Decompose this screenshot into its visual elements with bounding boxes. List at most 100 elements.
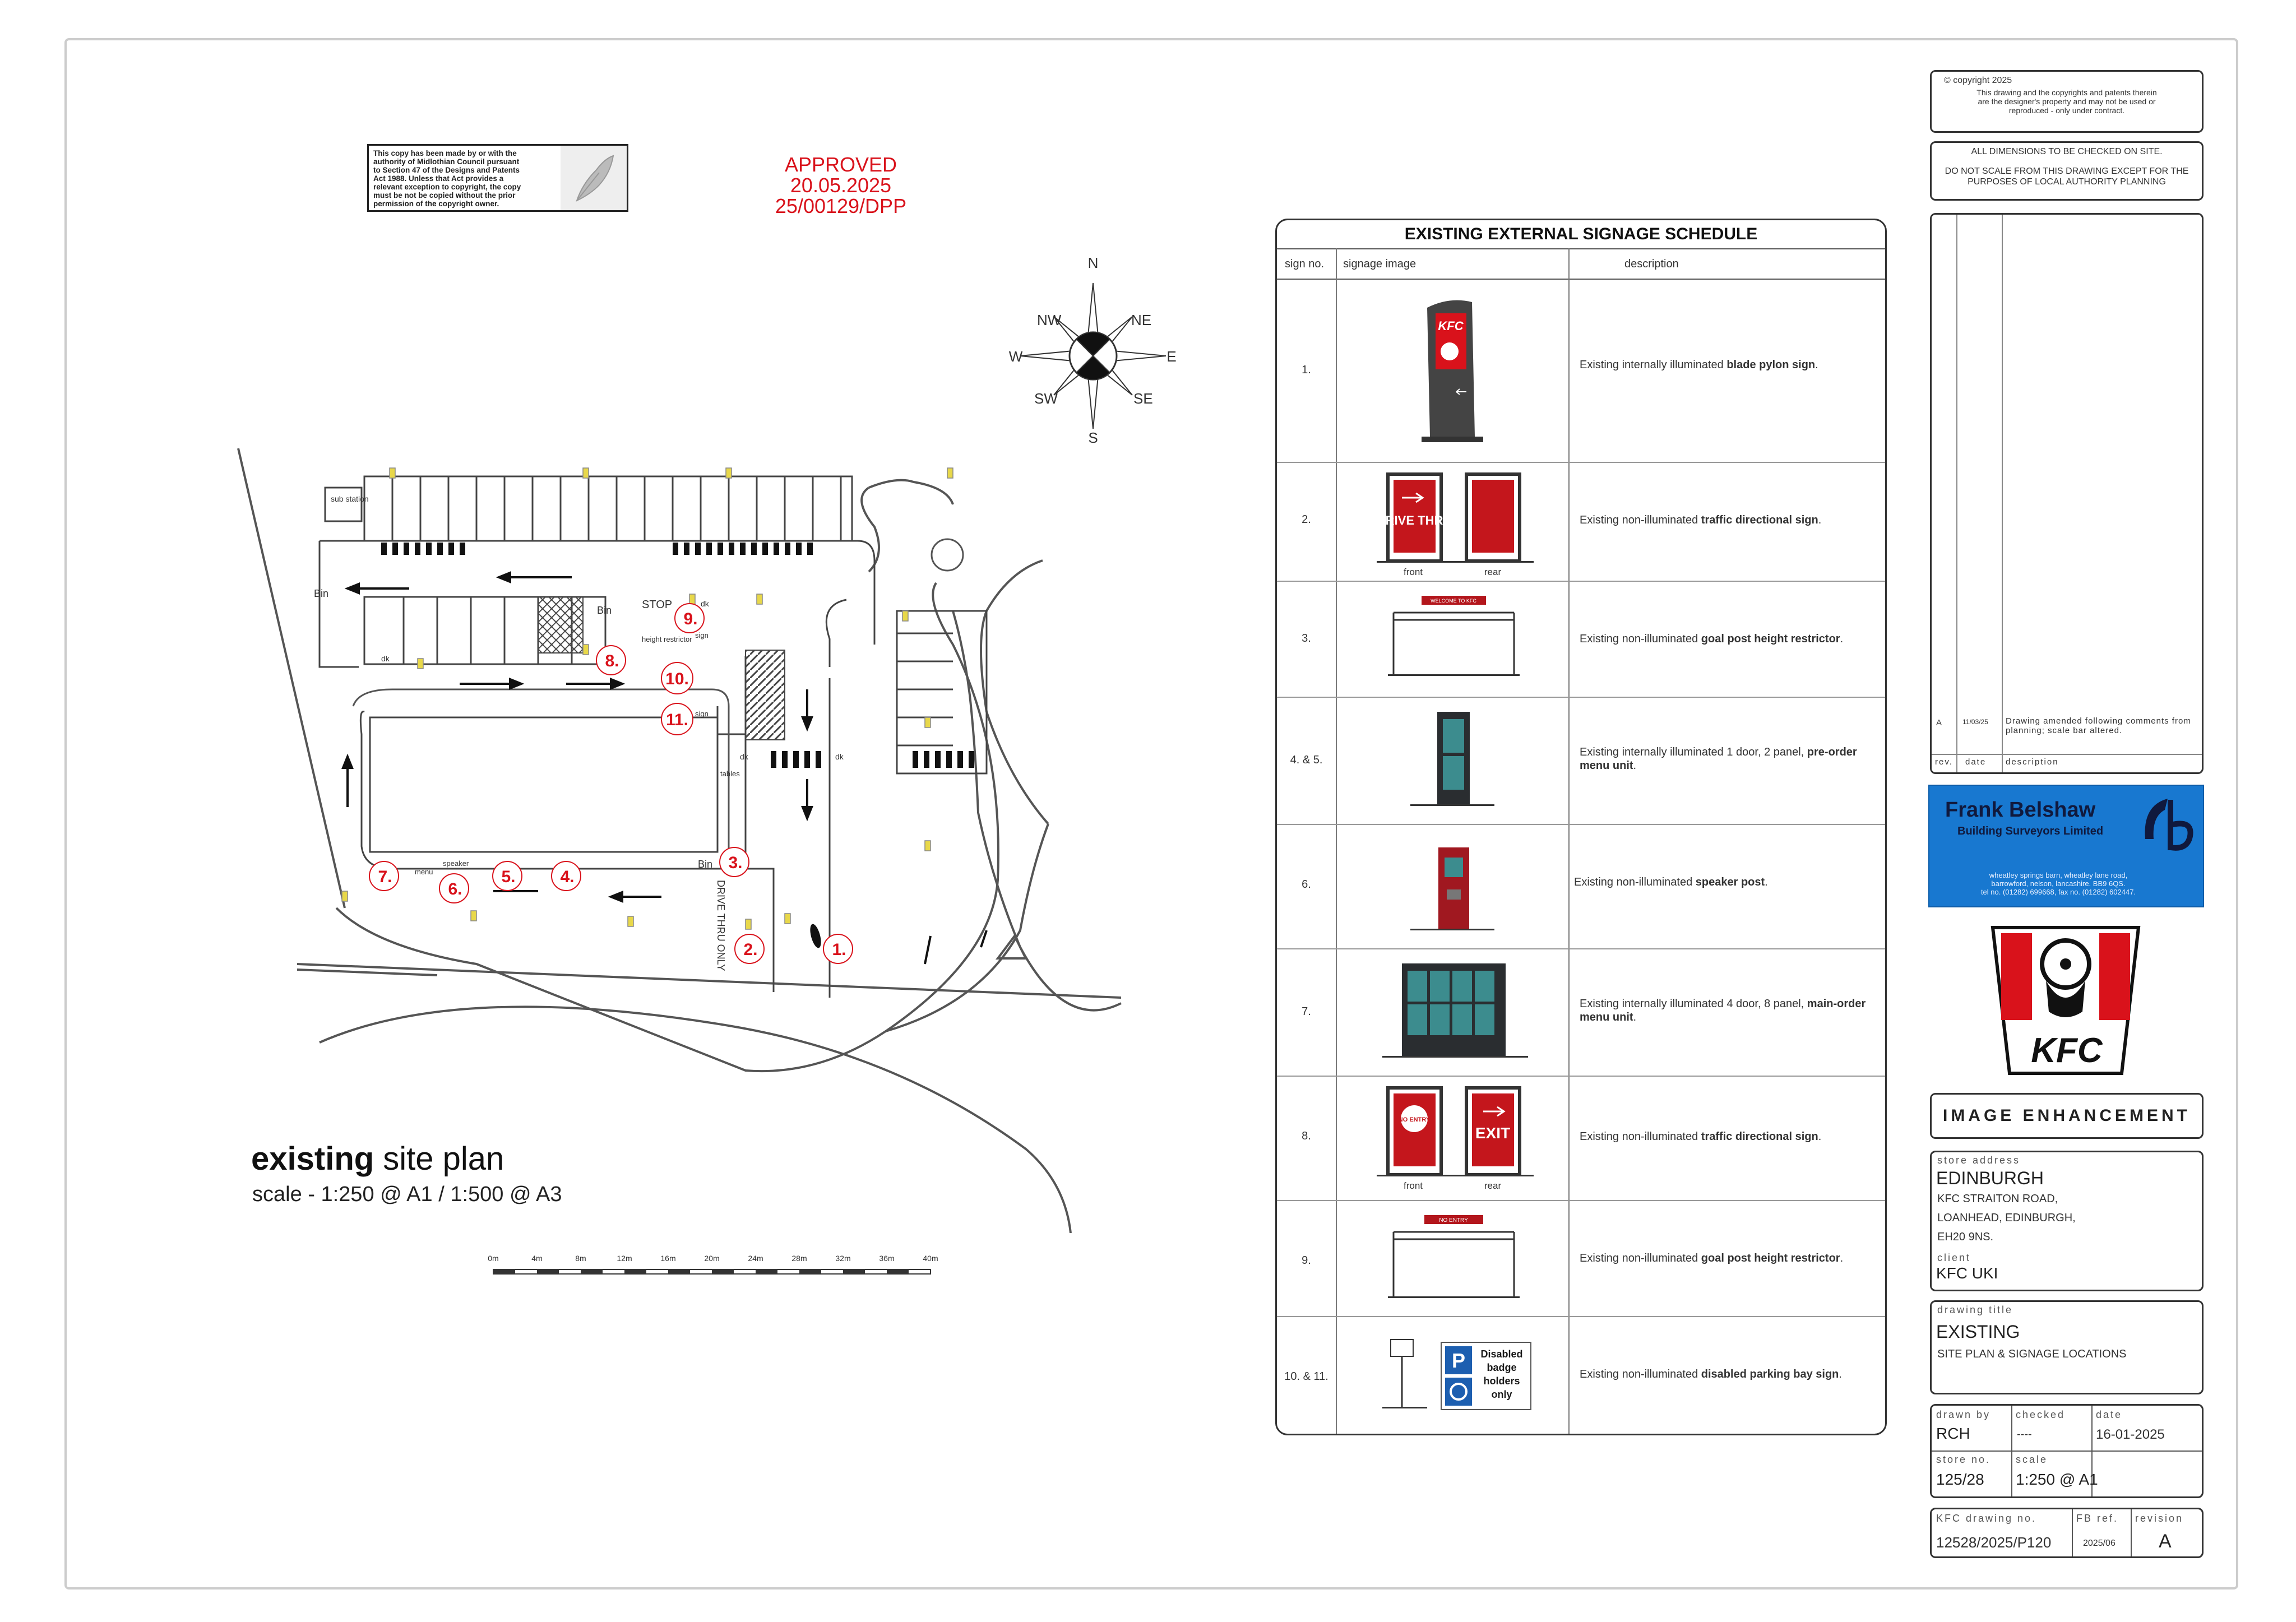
schedule-row: 1. KFC Existing internally illuminated b… bbox=[1277, 280, 1885, 463]
schedule-header: sign no. signage image description bbox=[1277, 249, 1885, 280]
desc-text: Existing non-illuminated bbox=[1580, 633, 1701, 645]
row-description: Existing internally illuminated 1 door, … bbox=[1580, 745, 1882, 772]
rev-divider bbox=[2002, 215, 2003, 772]
desc-bold: traffic directional sign bbox=[1701, 1130, 1818, 1143]
compass-w: W bbox=[1009, 348, 1023, 365]
desc-end: . bbox=[1765, 876, 1768, 888]
desc-end: . bbox=[1840, 633, 1844, 645]
marker-3: 3. bbox=[728, 854, 742, 872]
revision-value: A bbox=[2159, 1531, 2172, 1552]
desc-text: Existing internally illuminated 1 door, … bbox=[1580, 746, 1807, 758]
row-number: 3. bbox=[1302, 632, 1311, 645]
label-bin: Bin bbox=[698, 859, 712, 870]
row-description: Existing internally illuminated blade py… bbox=[1580, 358, 1882, 372]
revision-table: A 11/03/25 Drawing amended following com… bbox=[1930, 213, 2204, 774]
approved-date: 20.05.2025 bbox=[790, 174, 892, 197]
schedule-row: 8. NO ENTRY EXIT front rear Existing non… bbox=[1277, 1077, 1885, 1201]
plan-scale: scale - 1:250 @ A1 / 1:500 @ A3 bbox=[252, 1183, 562, 1206]
date-label: date bbox=[2096, 1409, 2123, 1420]
stamp-line: Act 1988. Unless that Act provides a bbox=[373, 174, 504, 183]
dimensions-note: ALL DIMENSIONS TO BE CHECKED ON SITE. DO… bbox=[1930, 141, 2204, 201]
row-description: Existing non-illuminated traffic directi… bbox=[1580, 513, 1882, 527]
main-order-unit-image bbox=[1337, 949, 1568, 1076]
image-enhancement-box: IMAGE ENHANCEMENT bbox=[1930, 1093, 2204, 1139]
address-line: tel no. (01282) 699668, fax no. (01282) … bbox=[1980, 888, 2136, 896]
store-address-label: store address bbox=[1937, 1155, 2021, 1166]
store-address-box: store address EDINBURGH KFC STRAITON ROA… bbox=[1930, 1151, 2204, 1291]
col-description: description bbox=[1624, 258, 1679, 270]
desc-end: . bbox=[1633, 759, 1637, 772]
marker-6: 6. bbox=[448, 880, 462, 898]
rev-desc: Drawing amended following comments from … bbox=[2006, 716, 2191, 735]
scale-tick: 40m bbox=[923, 1254, 938, 1263]
store-line: KFC STRAITON ROAD, bbox=[1937, 1193, 2058, 1205]
row-number: 9. bbox=[1302, 1254, 1311, 1267]
dims-line: DO NOT SCALE FROM THIS DRAWING EXCEPT FO… bbox=[1945, 166, 2189, 176]
desc-end: . bbox=[1840, 1252, 1844, 1264]
scale-tick: 16m bbox=[660, 1254, 675, 1263]
column-divider bbox=[1336, 248, 1337, 1434]
desc-bold: main-order menu unit bbox=[1580, 998, 1866, 1023]
info-divider bbox=[2131, 1509, 2132, 1556]
height-restrictor-image: WELCOME TO KFC bbox=[1337, 582, 1568, 697]
store-line: LOANHEAD, EDINBURGH, bbox=[1937, 1212, 2076, 1224]
scale-tick: 20m bbox=[704, 1254, 719, 1263]
parking-bays-top bbox=[391, 476, 842, 541]
scale-tick: 0m bbox=[488, 1254, 498, 1263]
height-restrictor-image: NO ENTRY bbox=[1337, 1201, 1568, 1316]
label-speaker: speaker bbox=[443, 859, 469, 868]
checked-value: ---- bbox=[2017, 1428, 2032, 1440]
desc-text: Existing internally illuminated 4 door, … bbox=[1580, 998, 1807, 1010]
fb-ref-value: 2025/06 bbox=[2083, 1538, 2116, 1548]
label-tables: tables bbox=[720, 770, 740, 778]
column-divider bbox=[1568, 248, 1570, 1434]
label-menu: menu bbox=[415, 868, 433, 876]
disabled-bay-sign-image: P Disabled badge holders only bbox=[1337, 1317, 1568, 1434]
label-sign: sign bbox=[695, 631, 709, 639]
rear-label: rear bbox=[1484, 1180, 1502, 1191]
front-label: front bbox=[1404, 567, 1423, 577]
rear-label: rear bbox=[1484, 567, 1502, 577]
store-line: EH20 9NS. bbox=[1937, 1231, 1994, 1243]
row-number: 10. & 11. bbox=[1284, 1370, 1328, 1383]
schedule-row: 2. DRIVE THRU front rear Existing non-il… bbox=[1277, 463, 1885, 582]
scale-bar: 0m 4m 8m 12m 16m 20m 24m 28m 32m 36m 40m bbox=[488, 1254, 938, 1275]
stamp-text: This copy has been made by or with the a… bbox=[369, 146, 561, 210]
compass-n: N bbox=[1088, 254, 1099, 271]
kfc-drawing-value: 12528/2025/P120 bbox=[1936, 1534, 2052, 1551]
row-description: Existing non-illuminated goal post heigh… bbox=[1580, 1252, 1882, 1265]
dims-line: ALL DIMENSIONS TO BE CHECKED ON SITE. bbox=[1971, 147, 2163, 156]
drawing-title: EXISTING bbox=[1936, 1322, 2020, 1342]
copyright-label: copyright 2025 bbox=[1953, 76, 2012, 85]
scale-tick: 36m bbox=[879, 1254, 894, 1263]
marker-1: 1. bbox=[832, 940, 846, 959]
pylon-sign-image: KFC bbox=[1337, 280, 1568, 462]
company-sub: Building Surveyors Limited bbox=[1957, 825, 2104, 837]
row-number: 4. & 5. bbox=[1290, 754, 1323, 766]
traffic-sign-image: DRIVE THRU front rear bbox=[1337, 463, 1568, 581]
copyright-stamp: This copy has been made by or with the a… bbox=[367, 144, 628, 212]
welcome-text: WELCOME TO KFC bbox=[1431, 598, 1476, 604]
rev-head: description bbox=[2006, 757, 2059, 767]
checked-label: checked bbox=[2016, 1409, 2066, 1420]
compass-ne: NE bbox=[1131, 312, 1151, 328]
label-height-restrictor: height restrictor bbox=[642, 635, 692, 643]
compass-se: SE bbox=[1133, 390, 1153, 407]
compass-rose-icon: N S E W NE NW SE SW bbox=[1009, 254, 1177, 443]
desc-end: . bbox=[1839, 1368, 1842, 1380]
label-dk: dk bbox=[835, 752, 844, 761]
desc-text: Existing non-illuminated bbox=[1580, 1252, 1701, 1264]
row-number: 8. bbox=[1302, 1130, 1311, 1142]
desc-text: Existing non-illuminated bbox=[1580, 514, 1701, 526]
stamp-line: permission of the copyright owner. bbox=[373, 200, 499, 208]
plan-title: existing site plan bbox=[251, 1140, 504, 1178]
row-description: Existing non-illuminated goal post heigh… bbox=[1580, 632, 1882, 646]
store-no-value: 125/28 bbox=[1936, 1471, 1984, 1488]
copyright-box: © copyright 2025 This drawing and the co… bbox=[1930, 70, 2204, 133]
company-address: wheatley springs barn, wheatley lane roa… bbox=[1946, 871, 2170, 896]
info-divider bbox=[2091, 1406, 2093, 1496]
marker-2: 2. bbox=[743, 940, 757, 959]
row-number: 6. bbox=[1302, 878, 1311, 891]
label-dk: dk bbox=[740, 752, 749, 761]
scale-tick: 24m bbox=[748, 1254, 763, 1263]
